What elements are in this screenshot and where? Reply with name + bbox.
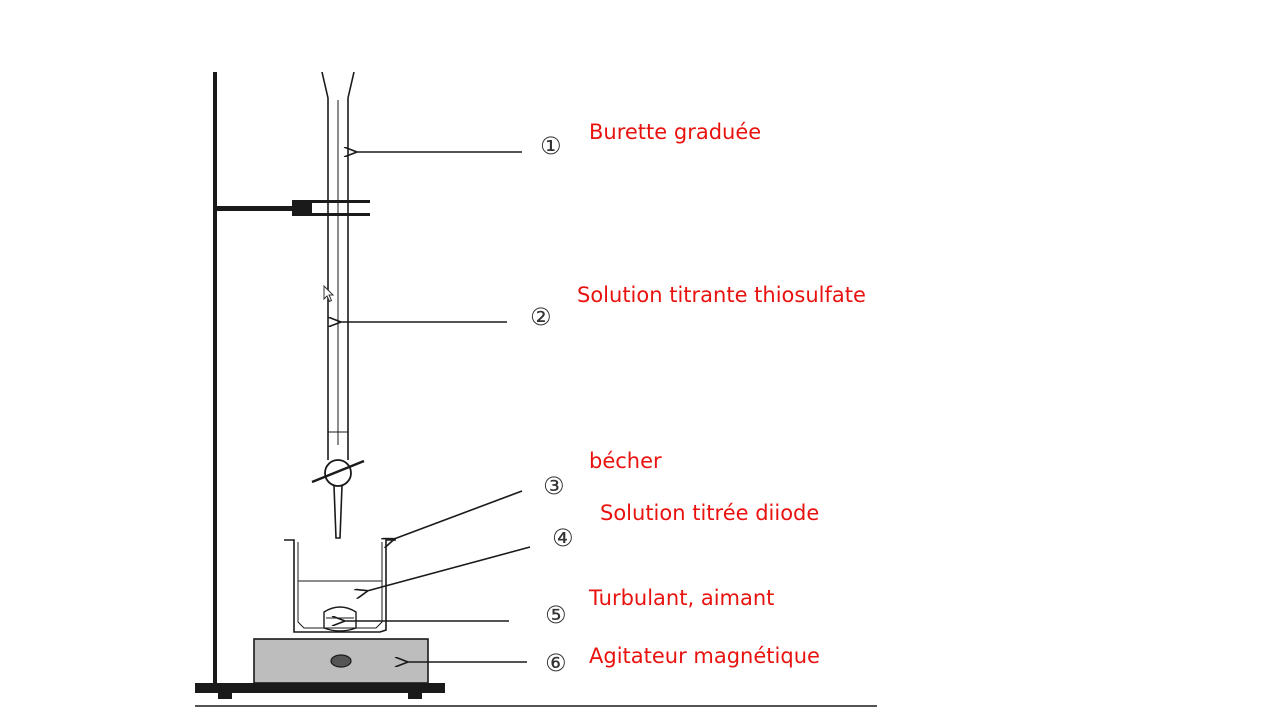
stirrer-knob: [330, 654, 352, 668]
number-4: ④: [552, 524, 574, 552]
magnetic-stirrer: [253, 638, 429, 684]
burette-tip: [333, 485, 343, 539]
label-becher: bécher: [589, 449, 662, 473]
label-solution-titrante-box: Solution titrante thiosulfate: [577, 285, 877, 313]
number-6: ⑥: [545, 649, 567, 677]
arrow-4: [367, 546, 531, 591]
pointer-arrows: [340, 152, 531, 662]
stopcock: [324, 459, 352, 487]
number-3: ③: [543, 472, 565, 500]
burette-clamp: [217, 200, 370, 216]
label-solution-titree: Solution titrée diiode: [600, 501, 820, 525]
number-2: ②: [530, 303, 552, 331]
number-1: ①: [540, 132, 562, 160]
label-burette: Burette graduée: [589, 120, 762, 144]
beaker: [284, 539, 396, 633]
label-turbulant: Turbulant, aimant: [589, 586, 775, 610]
stand-rod: [213, 72, 217, 688]
burette-funnel: [321, 71, 355, 99]
label-agitateur: Agitateur magnétique: [589, 644, 820, 668]
stopcock-handle: [311, 459, 365, 484]
burette: [311, 71, 365, 539]
arrow-3: [394, 490, 523, 539]
beaker-inner: [297, 542, 383, 629]
number-5: ⑤: [545, 601, 567, 629]
stand-foot-left: [218, 691, 232, 699]
clamp-jaw-bottom: [292, 213, 370, 216]
stand-foot-right: [408, 691, 422, 699]
stand-base: [195, 683, 445, 693]
support-stand: [195, 72, 877, 707]
label-solution-titrante: Solution titrante thiosulfate: [577, 285, 866, 307]
stir-bar: [323, 606, 357, 632]
clamp-arm: [217, 206, 295, 211]
clamp-block: [292, 201, 312, 215]
clamp-jaw-top: [292, 200, 370, 203]
mouse-pointer-icon: [323, 285, 335, 303]
